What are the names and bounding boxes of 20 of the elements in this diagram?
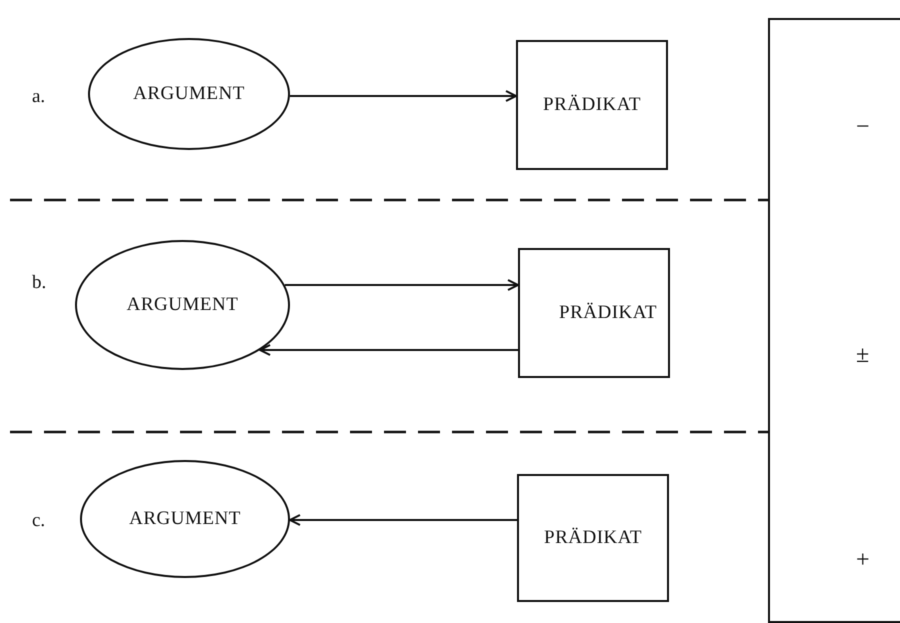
node-label: PRÄDIKAT [543, 94, 641, 116]
arrow [284, 279, 519, 291]
row-letter: a. [32, 86, 46, 108]
arrow [288, 514, 517, 526]
node-label: ARGUMENT [129, 508, 241, 530]
predicate-box [516, 40, 668, 170]
predicate-box [518, 248, 670, 378]
row-letter: b. [32, 272, 46, 294]
sign-symbol: + [856, 547, 870, 574]
predicate-box [517, 474, 669, 602]
scale-column [768, 18, 900, 623]
node-label: PRÄDIKAT [559, 302, 657, 324]
sign-symbol: − [856, 114, 870, 141]
node-label: ARGUMENT [133, 83, 245, 105]
sign-symbol: ± [856, 342, 870, 369]
row-letter: c. [32, 510, 46, 532]
arrow [290, 90, 517, 102]
node-label: PRÄDIKAT [544, 527, 642, 549]
node-label: ARGUMENT [126, 294, 238, 316]
arrow [259, 344, 518, 356]
